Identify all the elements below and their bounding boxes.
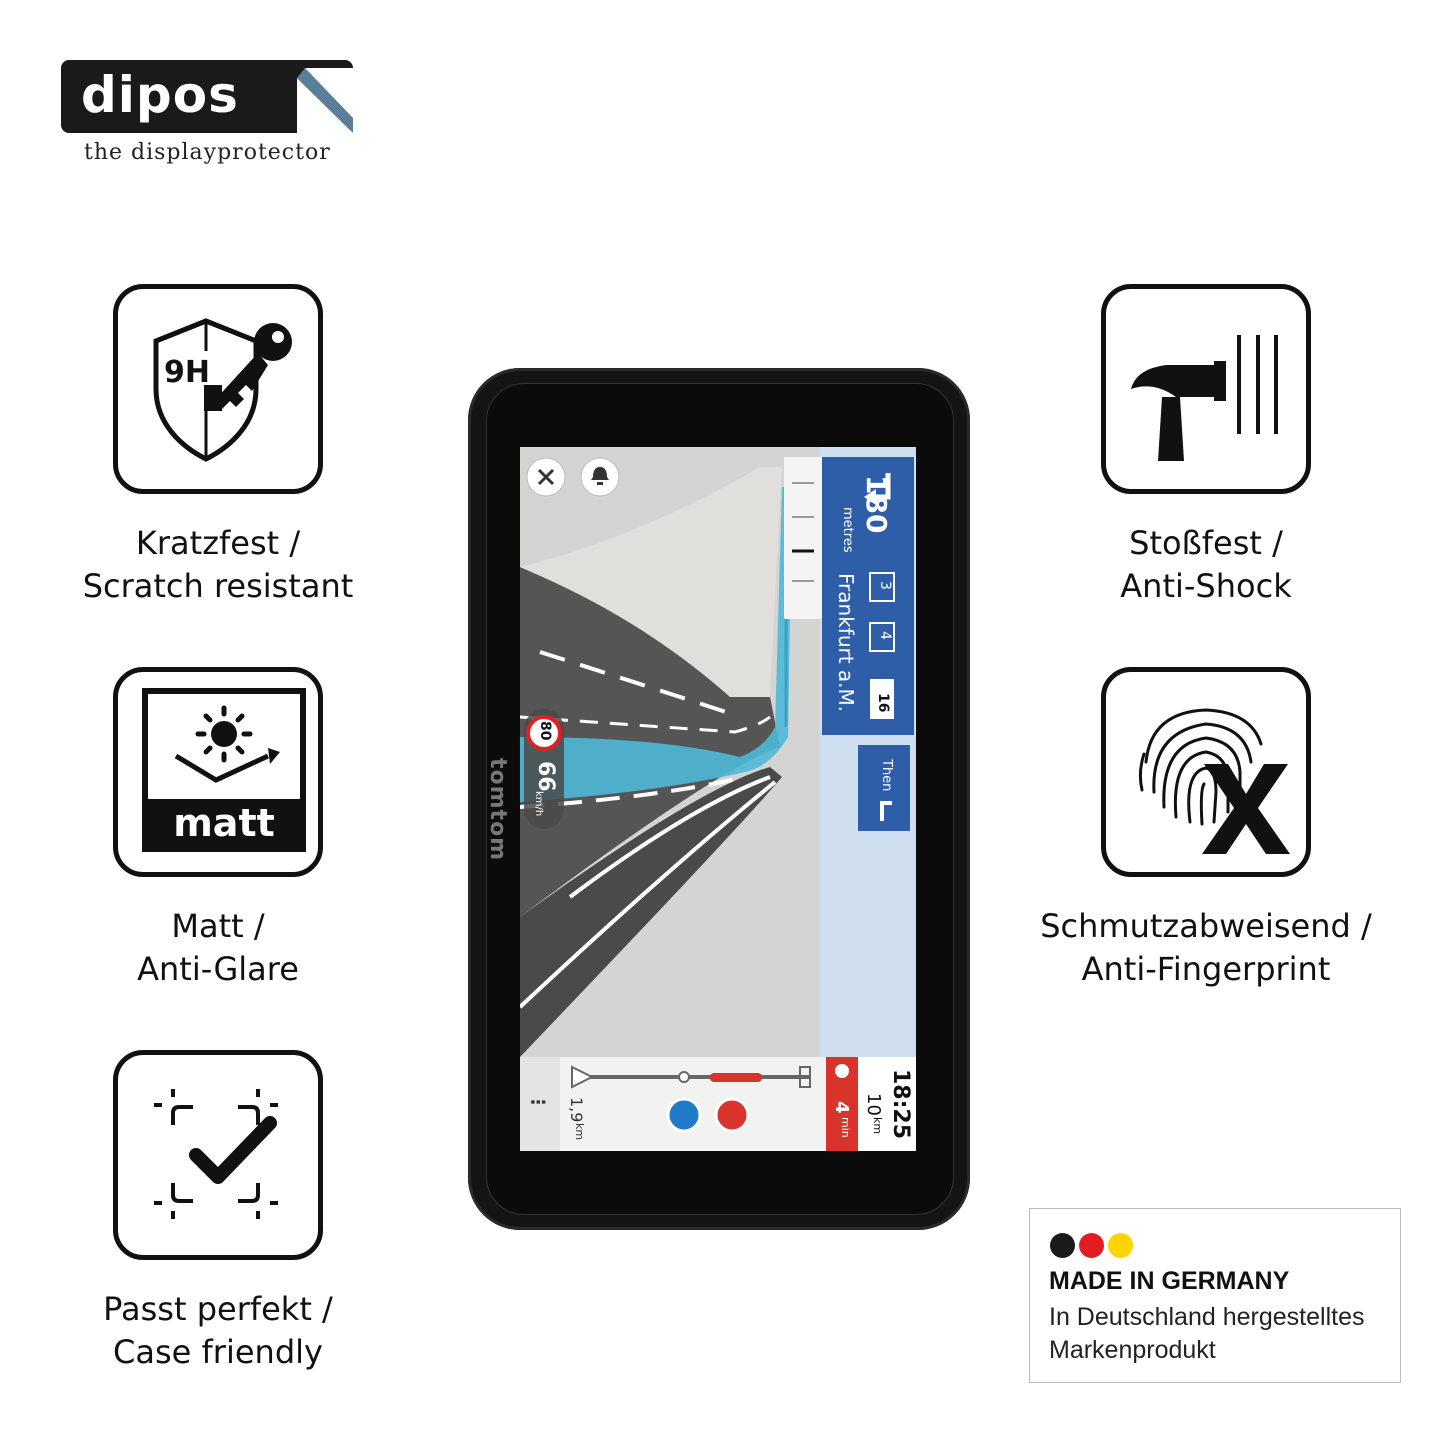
fingerprint-icon bbox=[1138, 708, 1290, 854]
eta-panel bbox=[858, 1057, 916, 1151]
feature-case-label: Passt perfekt / Case friendly bbox=[38, 1288, 398, 1374]
current-position-icon bbox=[571, 1065, 595, 1089]
road-number: 16 bbox=[875, 693, 891, 713]
navigation-map bbox=[520, 447, 916, 1151]
then-arrow-icon bbox=[880, 801, 892, 821]
finger-line1: Schmutzabweisend / bbox=[1040, 907, 1372, 945]
hardness-label: 9H bbox=[164, 355, 210, 390]
menu-dots[interactable]: ⋮ bbox=[527, 1093, 548, 1111]
destination-sign: Frankfurt a.M. bbox=[834, 573, 858, 713]
matt-label: matt bbox=[173, 801, 275, 845]
navigation-screen: 180 metres 3 4 16 Frankfurt a.M. Then 80… bbox=[520, 447, 916, 1151]
feature-shock-label: Stoßfest / Anti-Shock bbox=[1026, 522, 1386, 608]
scratch-line1: Kratzfest / bbox=[135, 524, 301, 562]
feature-scratch-label: Kratzfest / Scratch resistant bbox=[38, 522, 398, 608]
feature-shock: Stoßfest / Anti-Shock bbox=[1026, 284, 1386, 608]
finish-flag-icon bbox=[799, 1066, 811, 1088]
traffic-incident-icon bbox=[714, 1097, 750, 1133]
exit-box-a bbox=[869, 572, 895, 602]
dipos-logo: dipos bbox=[61, 60, 353, 133]
flag-dot-black bbox=[1050, 1233, 1075, 1258]
remaining-unit: km bbox=[871, 1117, 884, 1135]
road-shield bbox=[870, 679, 894, 719]
remaining-distance: 10 bbox=[863, 1093, 884, 1116]
car-jam-icon bbox=[835, 1064, 849, 1078]
exit-number-b: 4 bbox=[877, 631, 893, 640]
case-icon-box bbox=[113, 1050, 323, 1260]
hammer-icon bbox=[1131, 335, 1278, 461]
matt-icon-box: matt bbox=[113, 667, 323, 877]
instruction-panel bbox=[822, 457, 914, 735]
made-in-line1: In Deutschland hergestelltes bbox=[1049, 1303, 1365, 1331]
feature-case: Passt perfekt / Case friendly bbox=[38, 1050, 398, 1374]
speed-limit-value: 80 bbox=[537, 721, 553, 741]
checkmark-frame-icon bbox=[154, 1089, 278, 1219]
made-in-line2: Markenprodukt bbox=[1049, 1336, 1216, 1364]
matt-line1: Matt / bbox=[171, 907, 265, 945]
feature-matt-label: Matt / Anti-Glare bbox=[38, 905, 398, 991]
route-distance-unit: km bbox=[573, 1123, 586, 1141]
then-label: Then bbox=[879, 759, 894, 792]
speed-limit-sign bbox=[526, 715, 562, 751]
feature-fingerprint: Schmutzabweisend / Anti-Fingerprint bbox=[1026, 667, 1386, 991]
scratch-line2: Scratch resistant bbox=[82, 567, 354, 605]
traffic-segment bbox=[710, 1073, 762, 1082]
current-speed: 66 bbox=[533, 761, 558, 792]
menu-button[interactable] bbox=[520, 1057, 560, 1151]
turn-arrow-icon bbox=[864, 473, 891, 505]
scratch-icon-box: 9H bbox=[113, 284, 323, 494]
finger-line2: Anti-Fingerprint bbox=[1081, 950, 1331, 988]
made-in-title: MADE IN GERMANY bbox=[1049, 1267, 1290, 1295]
shock-line2: Anti-Shock bbox=[1120, 567, 1292, 605]
route-distance: 1,9 bbox=[567, 1097, 586, 1123]
speed-camera-icon bbox=[666, 1097, 702, 1133]
close-icon bbox=[537, 468, 555, 486]
made-in-subtitle: In Deutschland hergestelltes Markenprodu… bbox=[1049, 1301, 1399, 1367]
eta-time: 18:25 bbox=[888, 1069, 913, 1140]
exit-box-b bbox=[869, 622, 895, 652]
shock-icon-box bbox=[1101, 284, 1311, 494]
matt-line2: Anti-Glare bbox=[137, 950, 299, 988]
lane-guidance bbox=[784, 457, 824, 619]
shock-line1: Stoßfest / bbox=[1129, 524, 1283, 562]
peel-corner-icon bbox=[297, 68, 353, 133]
feature-matt: matt Matt / Anti-Glare bbox=[38, 667, 398, 991]
distance-unit: metres bbox=[840, 507, 855, 553]
maneuver-distance: 180 bbox=[860, 475, 893, 534]
exit-number-a: 3 bbox=[877, 581, 893, 590]
logo-brand: dipos bbox=[81, 66, 239, 124]
traffic-delay: 4 bbox=[831, 1101, 852, 1114]
sun-glare-icon: matt bbox=[142, 688, 306, 852]
fingerprint-icon-box bbox=[1101, 667, 1311, 877]
feature-fingerprint-label: Schmutzabweisend / Anti-Fingerprint bbox=[1026, 905, 1386, 991]
traffic-delay-unit: min bbox=[839, 1117, 852, 1138]
german-flag-dots bbox=[1050, 1233, 1137, 1262]
feature-scratch: 9H Kratzfest / Scratch resistant bbox=[38, 284, 398, 608]
case-line1: Passt perfekt / bbox=[103, 1290, 333, 1328]
case-line2: Case friendly bbox=[113, 1333, 323, 1371]
shield-key-icon: 9H bbox=[153, 318, 292, 462]
flag-dot-red bbox=[1079, 1233, 1104, 1258]
device-brand: tomtom bbox=[485, 758, 510, 862]
bell-icon bbox=[591, 467, 609, 485]
made-in-germany-badge: MADE IN GERMANY In Deutschland hergestel… bbox=[1029, 1208, 1401, 1383]
logo-tagline: the displayprotector bbox=[84, 140, 331, 165]
flag-dot-gold bbox=[1108, 1233, 1133, 1258]
speed-unit: km/h bbox=[533, 791, 544, 817]
